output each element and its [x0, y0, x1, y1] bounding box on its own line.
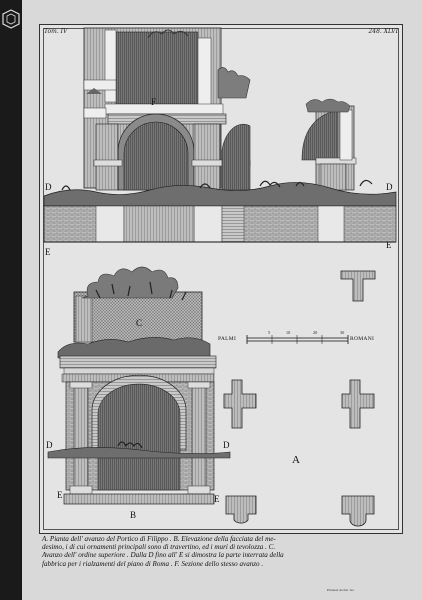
collection-stamp-icon [2, 9, 20, 29]
upper-section-elevation [43, 27, 397, 243]
label-a: A [292, 454, 300, 466]
scale-label-right: ROMANI [350, 336, 375, 342]
label-d-left-upper: D [45, 182, 52, 192]
caption-line: A. Pianta dell' avanzo del Portico di Fi… [42, 535, 276, 543]
ground-plan [223, 270, 376, 527]
scale-tick-30: 30 [340, 330, 345, 335]
label-f: F [151, 97, 157, 107]
label-c: C [136, 318, 143, 328]
label-d-left-lower: D [46, 440, 53, 450]
scale-bar [246, 335, 349, 344]
scale-tick-10: 10 [286, 330, 291, 335]
lower-facade-elevation [47, 266, 231, 505]
caption-line: fabbrica per i rialzamenti del piano di … [42, 559, 264, 568]
caption-line: desimo, i di cui ornamenti principali so… [42, 543, 276, 552]
caption-line: Avanzo dell' ordine superiore . Dalla D … [42, 551, 284, 560]
scale-tick-20: 20 [313, 330, 318, 335]
label-b: B [130, 510, 137, 520]
plate-caption: A. Pianta dell' avanzo del Portico di Fi… [42, 535, 402, 568]
label-e-left-upper: E [45, 247, 51, 257]
label-e-right-upper: E [386, 240, 392, 250]
plate-number: 248. XLVI [368, 28, 398, 35]
label-e-left-lower: E [57, 490, 63, 500]
scale-tick-5: 5 [268, 330, 271, 335]
engraver-signature: Piranesi Archit. fec. [327, 588, 355, 592]
volume-label: Tom. IV [44, 28, 68, 35]
label-d-right-lower: D [223, 440, 230, 450]
label-e-right-lower: E [214, 494, 220, 504]
scale-label-left: PALMI [218, 336, 237, 342]
label-d-right-upper: D [386, 182, 393, 192]
